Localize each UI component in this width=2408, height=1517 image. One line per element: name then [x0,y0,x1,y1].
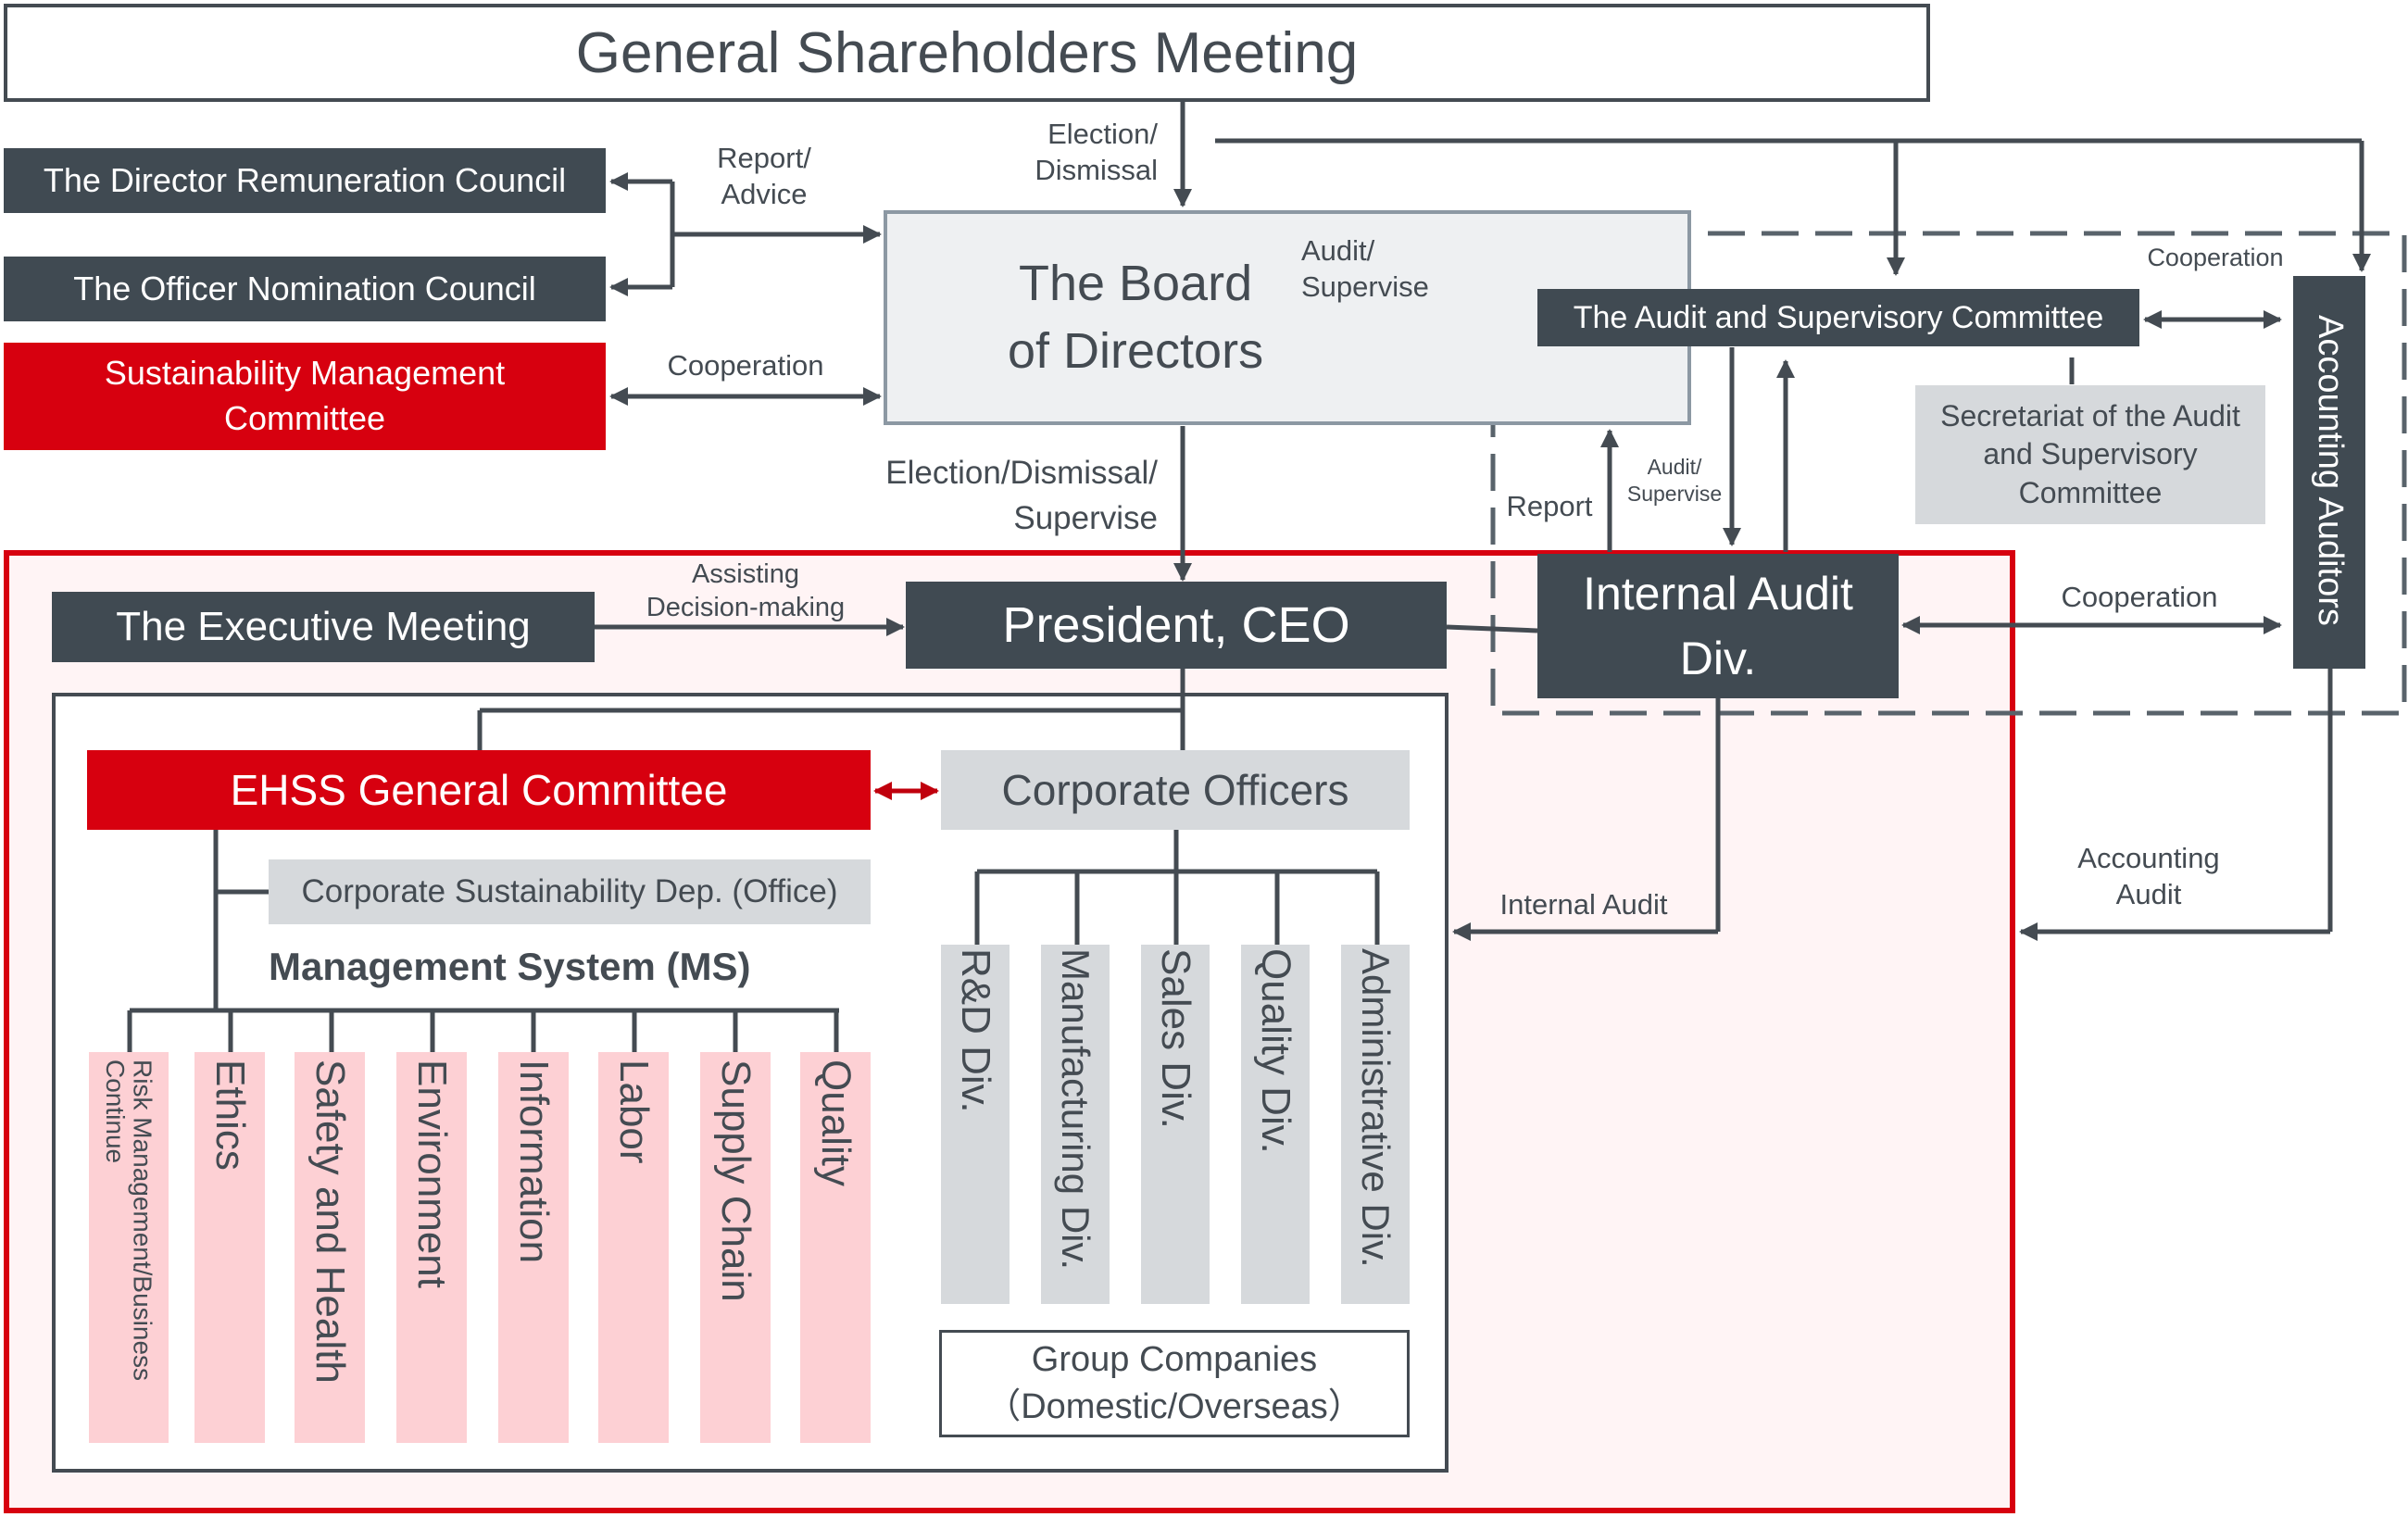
secretariat-box: Secretariat of the Audit and Supervisory… [1915,385,2265,524]
secretariat-label: Secretariat of the Audit and Supervisory… [1940,398,2240,509]
sustainability-committee-label: Sustainability Management Committee [104,354,506,437]
remuneration-council-box: The Director Remuneration Council [4,148,606,213]
ehss-committee-box: EHSS General Committee [87,750,871,830]
sustainability-dep-box: Corporate Sustainability Dep. (Office) [269,859,871,924]
label-assisting-decision: Assisting Decision-making [646,559,846,623]
label-internal-audit: Internal Audit [1499,888,1668,921]
ms-heading: Management System (MS) [269,945,751,988]
ms-item-quality: Quality [800,1052,871,1443]
group-companies-label: Group Companies （Domestic/Overseas） [985,1339,1363,1426]
shareholders-meeting-title: General Shareholders Meeting [575,20,1359,85]
division-sales: Sales Div. [1141,945,1210,1304]
accounting-auditors-box: Accounting Auditors [2293,276,2365,669]
audit-region-dashed [1490,231,2407,716]
label-audit-supervise-small: Audit/ Supervise [1626,455,1723,506]
ms-item-ethics: Ethics [194,1052,265,1443]
ms-item-labor: Labor [598,1052,669,1443]
ms-item-supply-chain: Supply Chain [700,1052,771,1443]
label-audit-supervise-board: Audit/ Supervise [1301,234,1429,303]
nomination-council-box: The Officer Nomination Council [4,257,606,321]
board-of-directors-label: The Board of Directors [1008,256,1264,379]
accounting-auditors-label: Accounting Auditors [2310,315,2350,626]
division-quality: Quality Div. [1241,945,1310,1304]
sustainability-committee-box: Sustainability Management Committee [4,343,606,450]
corporate-officers-box: Corporate Officers [941,750,1410,830]
internal-audit-div-box: Internal Audit Div. [1537,554,1899,698]
president-ceo-label: President, CEO [1002,597,1350,653]
division-administrative: Administrative Div. [1341,945,1410,1304]
remuneration-council-label: The Director Remuneration Council [43,161,567,199]
ms-item-safety-health: Safety and Health [295,1052,365,1443]
group-companies-box: Group Companies （Domestic/Overseas） [939,1330,1410,1437]
ms-item-environment: Environment [396,1052,467,1443]
label-accounting-audit: Accounting Audit [2077,842,2220,910]
label-cooperation-top: Cooperation [2147,244,2284,271]
corporate-officers-label: Corporate Officers [1001,766,1349,814]
nomination-council-label: The Officer Nomination Council [73,270,536,307]
division-rd: R&D Div. [941,945,1010,1304]
ms-item-information: Information [498,1052,569,1443]
audit-committee-label: The Audit and Supervisory Committee [1573,299,2104,335]
shareholders-meeting-box: General Shareholders Meeting [4,4,1930,102]
label-election-dismissal: Election/ Dismissal [1035,118,1158,186]
label-cooperation-internal-audit: Cooperation [2061,581,2218,613]
sustainability-dep-label: Corporate Sustainability Dep. (Office) [301,873,838,909]
label-cooperation-sustainability: Cooperation [667,349,824,382]
label-report-advice: Report/ Advice [717,142,811,210]
ms-item-risk-management: Risk Management/Business Continue [89,1052,169,1443]
division-manufacturing: Manufacturing Div. [1041,945,1110,1304]
label-report: Report [1506,490,1593,522]
executive-meeting-box: The Executive Meeting [52,592,595,662]
internal-audit-div-label: Internal Audit Div. [1583,568,1853,684]
label-election-dismissal-supervise: Election/Dismissal/ Supervise [885,455,1158,536]
audit-committee-box: The Audit and Supervisory Committee [1537,289,2139,346]
ehss-committee-label: EHSS General Committee [230,766,728,814]
executive-meeting-label: The Executive Meeting [116,604,531,649]
president-ceo-box: President, CEO [906,582,1447,669]
